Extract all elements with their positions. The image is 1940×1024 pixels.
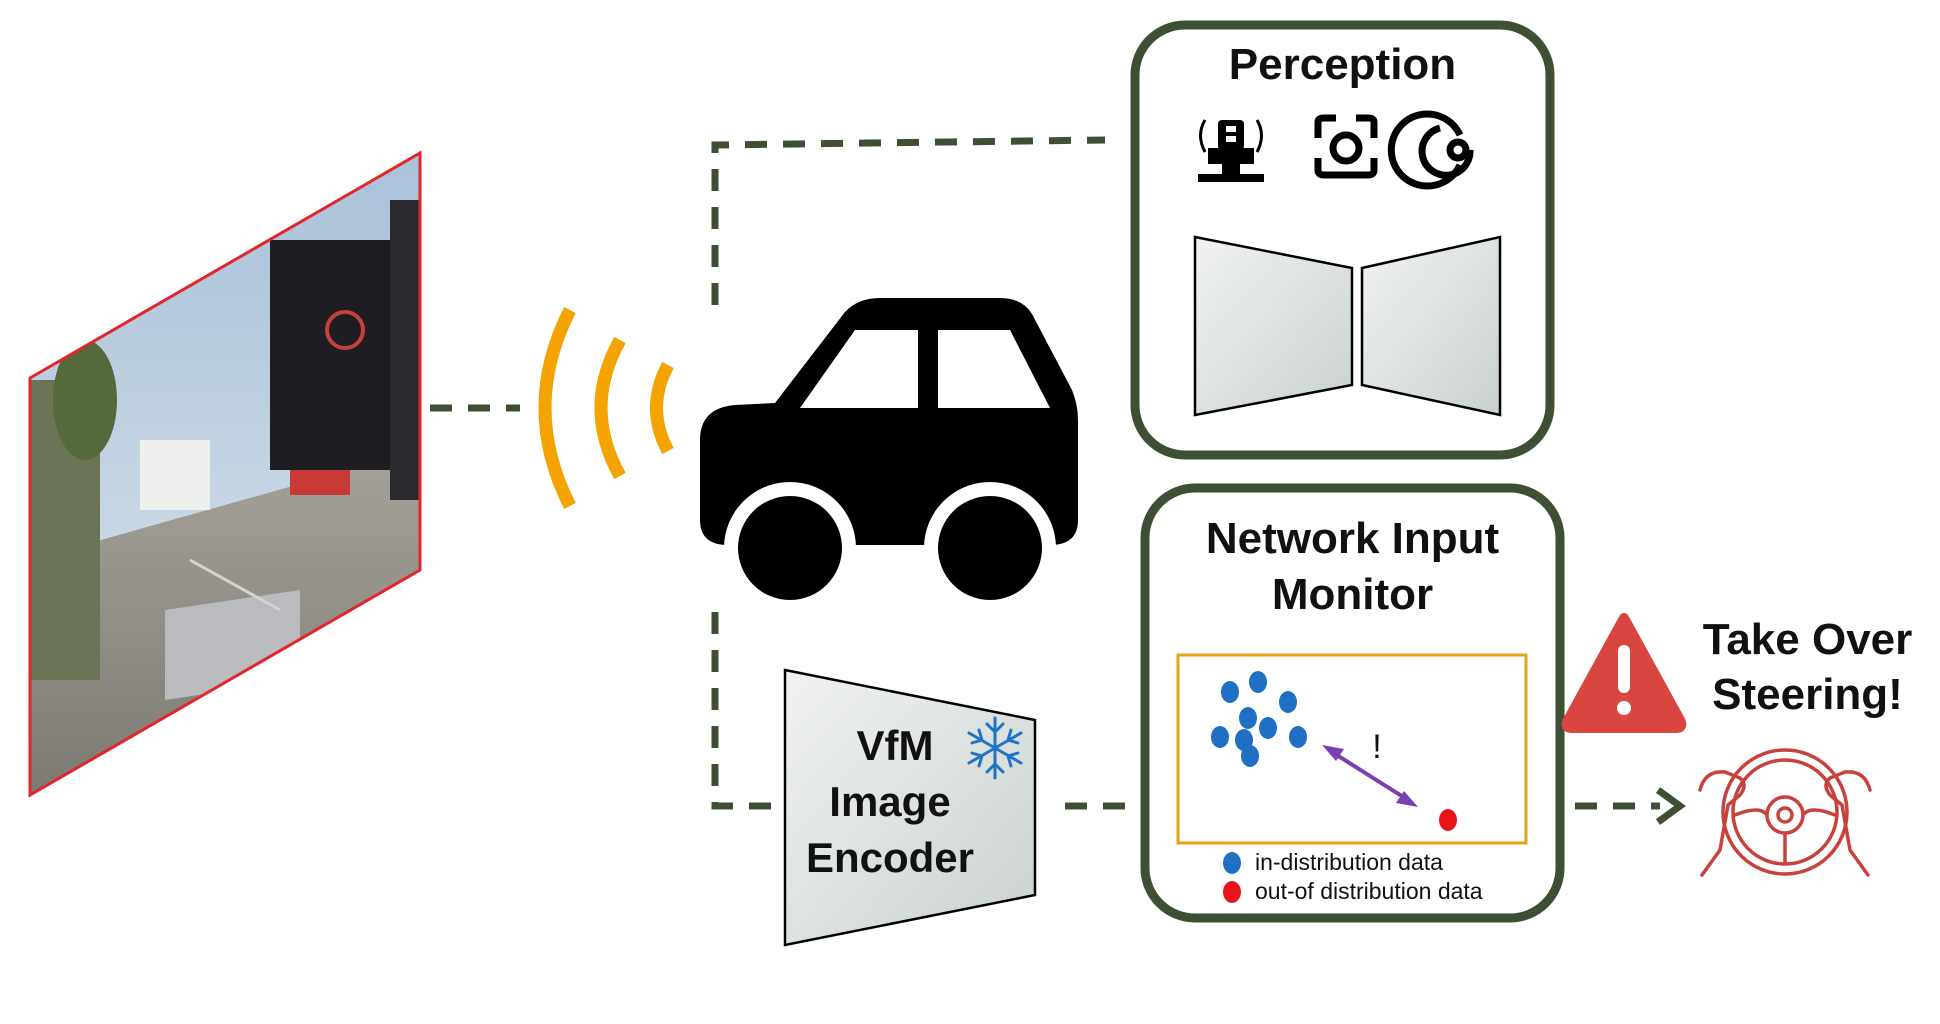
lidar-icon: [1198, 119, 1264, 182]
monitor-title-line1: Network Input: [1205, 514, 1500, 563]
alert-line2: Steering!: [1712, 670, 1903, 719]
out-of-distribution-point: [1439, 809, 1457, 831]
camera-icon: [1314, 114, 1378, 179]
monitor-title-line2: Monitor: [1271, 570, 1434, 619]
in-dist-point: [1259, 717, 1277, 739]
radar-icon: [1387, 110, 1474, 190]
legend-out-dist-marker: [1223, 881, 1241, 903]
in-dist-point: [1221, 681, 1239, 703]
connector-car-to-perception: [711, 136, 1106, 305]
legend-in-dist-marker: [1223, 852, 1241, 874]
distance-exclaim: !: [1372, 728, 1382, 766]
distance-arrow: [1322, 745, 1418, 807]
connector-car-to-encoder: [711, 612, 790, 810]
in-dist-point: [1289, 726, 1307, 748]
car-icon: [700, 298, 1078, 614]
legend-in-dist-label: in-distribution data: [1255, 849, 1443, 875]
snowflake-icon: [967, 716, 1023, 780]
encoder-label-line1: VfM: [856, 722, 934, 769]
encoder-label-line3: Encoder: [805, 834, 975, 881]
in-dist-point: [1249, 671, 1267, 693]
in-dist-point: [1239, 707, 1257, 729]
steering-wheel-icon: [1698, 748, 1872, 877]
perception-decoder-shape: [1360, 235, 1502, 417]
perception-title: Perception: [1228, 40, 1457, 89]
alert-line1: Take Over: [1702, 615, 1913, 664]
wireless-signal-icon: [538, 307, 674, 509]
in-dist-point: [1241, 745, 1259, 767]
perception-encoder-shape: [1193, 235, 1354, 417]
connector-monitor-to-alert: [1575, 787, 1686, 825]
legend-out-dist-label: out-of distribution data: [1255, 878, 1483, 904]
camera-frame-image: [28, 150, 422, 798]
in-dist-point: [1279, 691, 1297, 713]
warning-icon: [1561, 613, 1687, 733]
encoder-label-line2: Image: [829, 778, 951, 825]
in-distribution-cluster: [1211, 671, 1307, 767]
vfm-encoder-shape: [783, 668, 1037, 947]
in-dist-point: [1211, 726, 1229, 748]
